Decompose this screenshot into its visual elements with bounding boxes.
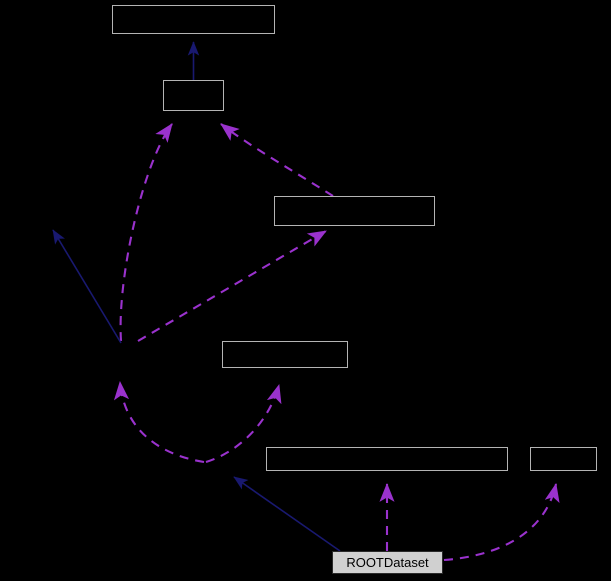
edge-usage-rootdataset-node6 (443, 482, 560, 562)
class-node-1[interactable] (112, 5, 275, 34)
edge-usage-junctionA-node2 (119, 123, 173, 342)
edge-inheritance-junctionA-left (52, 229, 122, 344)
edge-usage-junctionB-junctionA (113, 380, 205, 464)
edge-inheritance-rootdataset-junctionB (233, 476, 341, 552)
class-node-6[interactable] (530, 447, 597, 471)
class-node-4[interactable] (222, 341, 348, 368)
edge-usage-junctionA-node3 (137, 230, 327, 342)
class-node-2[interactable] (163, 80, 224, 111)
class-node-3[interactable] (274, 196, 435, 226)
class-node-rootdataset[interactable]: ROOTDataset (332, 551, 443, 574)
class-node-rootdataset-label: ROOTDataset (346, 555, 429, 570)
class-node-5[interactable] (266, 447, 508, 471)
edge-usage-node3-node2 (220, 123, 334, 197)
